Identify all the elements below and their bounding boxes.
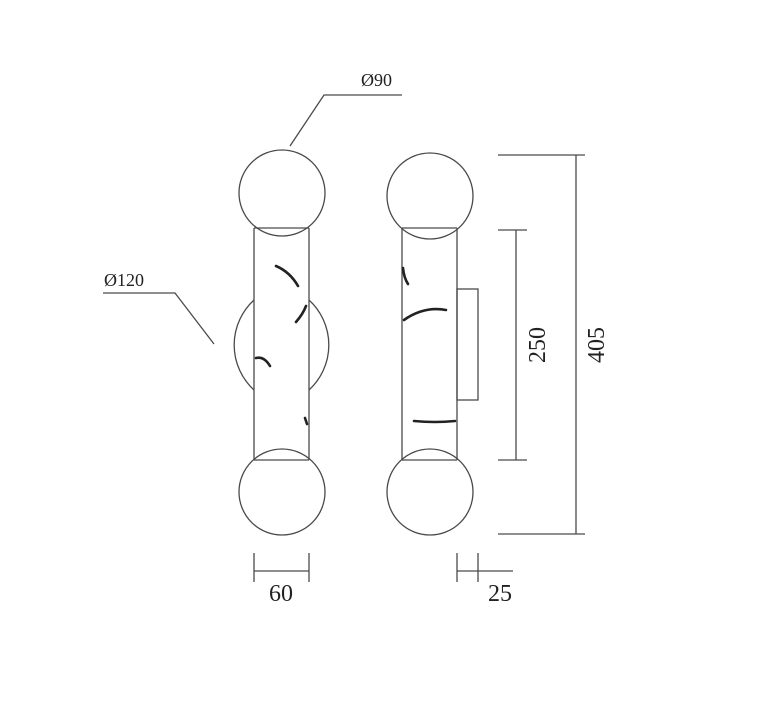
- front-backplate-right-arc: [308, 299, 330, 391]
- tube-length-label: 250: [525, 327, 551, 363]
- front-vein-mark: [254, 356, 272, 368]
- globe-diameter-label: Ø90: [361, 70, 392, 90]
- tube-width-label: 60: [269, 581, 293, 607]
- front-vein-mark: [294, 304, 308, 324]
- front-vein-mark: [274, 264, 300, 288]
- backplate-diameter-leader: [103, 292, 215, 345]
- globe-diameter-leader: [289, 94, 402, 147]
- side-vein-mark: [402, 307, 448, 322]
- backplate-diameter-label: Ø120: [104, 270, 144, 290]
- side-vein-mark: [412, 419, 457, 424]
- bracket-depth-label: 25: [488, 581, 512, 607]
- front-top-globe: [238, 149, 326, 237]
- front-backplate-left-arc: [233, 299, 255, 391]
- side-view: [386, 152, 479, 536]
- side-vein-mark: [401, 266, 410, 286]
- front-vein-mark: [303, 416, 309, 426]
- front-view: [233, 149, 330, 536]
- total-height-label: 405: [584, 327, 610, 363]
- front-bottom-globe: [238, 448, 326, 536]
- side-top-globe: [386, 152, 474, 240]
- globe-diameter-callout: Ø90: [289, 70, 402, 147]
- side-bottom-globe: [386, 448, 474, 536]
- side-wall-bracket: [456, 288, 479, 401]
- tube-width-dimension: 60: [253, 553, 310, 607]
- bracket-depth-dimension: 25: [456, 553, 513, 607]
- tube-length-dimension: 250: [498, 229, 551, 461]
- total-height-dimension: 405: [498, 154, 610, 535]
- backplate-diameter-callout: Ø120: [103, 270, 215, 345]
